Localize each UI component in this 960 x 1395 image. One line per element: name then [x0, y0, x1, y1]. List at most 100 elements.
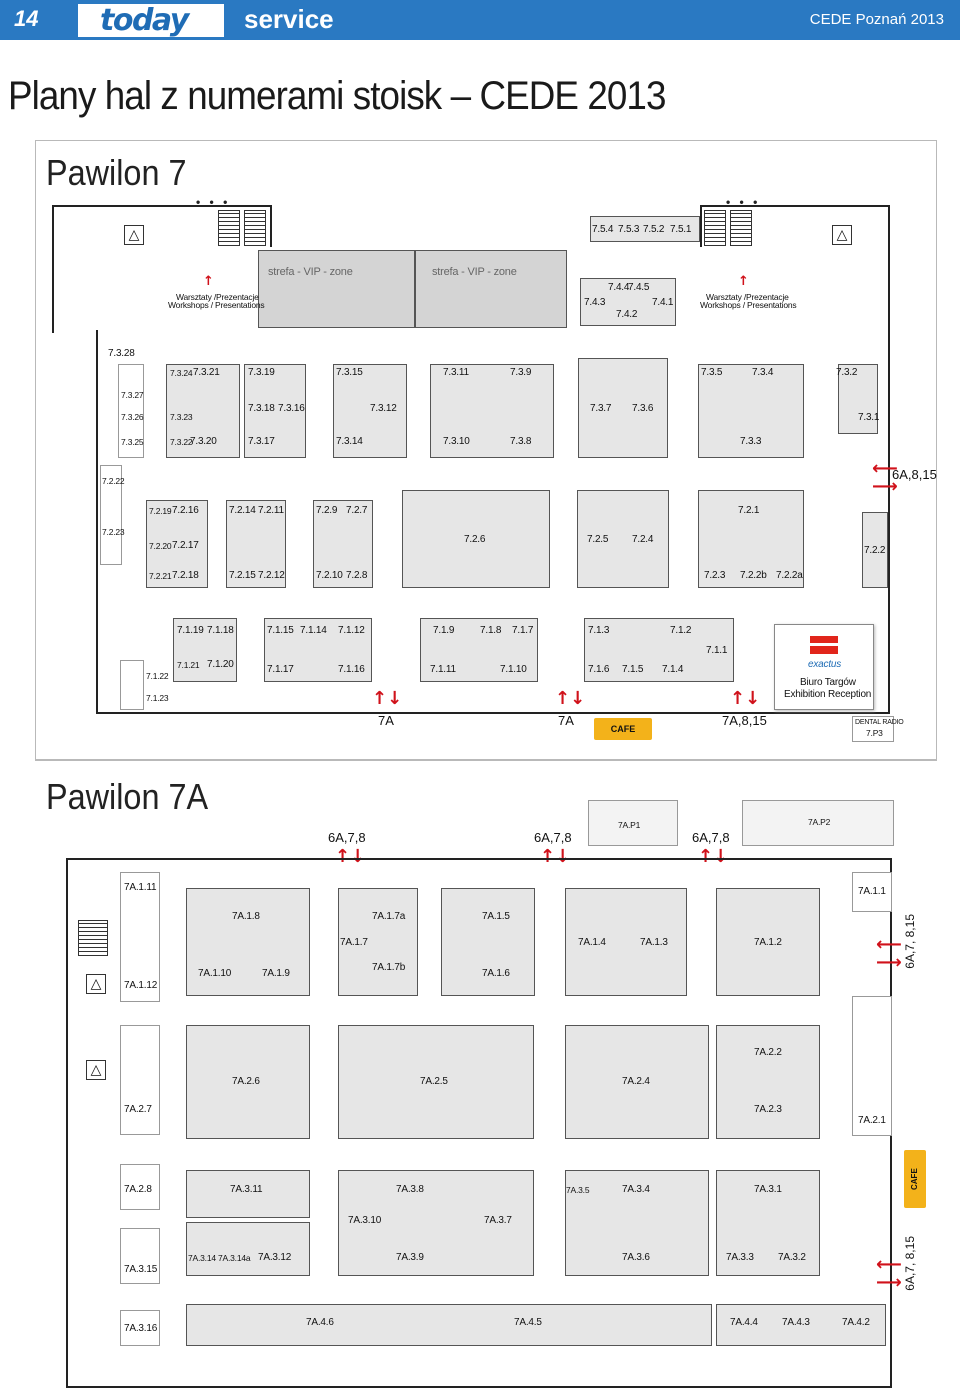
booth[interactable]: [402, 490, 550, 588]
booth[interactable]: [146, 500, 208, 588]
booth-label: 7.3.28: [108, 348, 135, 359]
booth[interactable]: [120, 1310, 160, 1346]
booth-label: 7.1.12: [338, 625, 365, 636]
header-bar: 14 today service CEDE Poznań 2013: [0, 0, 960, 40]
booth[interactable]: [166, 364, 240, 458]
booth-label: 7.5.4: [592, 224, 614, 235]
booth[interactable]: [120, 1025, 160, 1135]
booth[interactable]: [430, 364, 554, 458]
restroom-icon: △: [832, 225, 852, 245]
booth-label: 7A.2.5: [420, 1076, 448, 1087]
booth[interactable]: [565, 888, 687, 996]
dental-radio-number: 7.P3: [866, 728, 883, 738]
booth-label: 7.2.18: [172, 570, 199, 581]
vip-zone-label: strefa - VIP - zone: [268, 266, 353, 278]
booth[interactable]: [338, 1170, 534, 1276]
exit-label: 7A,8,15: [722, 713, 767, 728]
booth-label: 7.3.26: [121, 412, 144, 422]
booth[interactable]: [862, 512, 888, 588]
booth-label: 7.1.1: [706, 645, 728, 656]
today-logo: today: [100, 3, 189, 38]
booth[interactable]: [580, 278, 676, 326]
booth-label: 7.3.20: [190, 436, 217, 447]
booth-label: 7A.1.5: [482, 911, 510, 922]
booth-label: 7A.3.4: [622, 1184, 650, 1195]
booth-label: 7.1.17: [267, 664, 294, 675]
booth[interactable]: [838, 364, 878, 434]
booth[interactable]: [852, 996, 892, 1136]
booth[interactable]: [577, 490, 669, 588]
hall-wall: [52, 243, 890, 333]
booth-label: 7A.3.2: [778, 1252, 806, 1263]
booth[interactable]: [100, 465, 122, 565]
vip-zone: [258, 250, 415, 328]
booth[interactable]: [565, 1170, 709, 1276]
booth[interactable]: [716, 888, 820, 996]
booth-label: 7.1.2: [670, 625, 692, 636]
booth[interactable]: [120, 1164, 160, 1210]
booth[interactable]: [698, 364, 804, 458]
booth-label: 7.2.7: [346, 505, 368, 516]
booth[interactable]: [698, 490, 804, 588]
booth[interactable]: [716, 1304, 886, 1346]
booth[interactable]: [120, 872, 160, 1002]
booth[interactable]: [186, 1304, 712, 1346]
pavilion-7a-frame: [35, 760, 937, 761]
booth[interactable]: [186, 888, 310, 996]
booth[interactable]: [186, 1025, 310, 1139]
page-title: Plany hal z numerami stoisk – CEDE 2013: [8, 74, 666, 118]
exit-label: 6A,7,8: [534, 830, 572, 845]
booth-label: 7A.3.16: [124, 1323, 158, 1334]
booth[interactable]: [338, 888, 418, 996]
dental-radio-booth[interactable]: [852, 716, 894, 742]
exit-arrow-icon: ⟵⟶: [872, 458, 898, 497]
booth-label: 7A.3.3: [726, 1252, 754, 1263]
booth-label: 7.1.5: [622, 664, 644, 675]
door-dots: • • •: [196, 195, 231, 209]
booth-label: 7A.1.6: [482, 968, 510, 979]
booth-label: 7A.3.11: [230, 1184, 263, 1195]
exit-arrow-icon: ⟵⟶: [876, 1254, 902, 1293]
booth[interactable]: [226, 500, 286, 588]
exit-label: 7A: [558, 713, 574, 728]
booth[interactable]: [716, 1170, 820, 1276]
booth[interactable]: [420, 618, 538, 682]
booth[interactable]: [244, 364, 306, 458]
booth-label: 7.1.16: [338, 664, 365, 675]
hall-wall-left: [52, 205, 272, 247]
booth[interactable]: [118, 364, 144, 458]
booth[interactable]: [333, 364, 407, 458]
booth[interactable]: [338, 1025, 534, 1139]
booth-label: 7A.1.9: [262, 968, 290, 979]
booth[interactable]: [313, 500, 373, 588]
booth[interactable]: [565, 1025, 709, 1139]
booth[interactable]: [186, 1222, 310, 1276]
booth-label: 7A.3.15: [124, 1264, 158, 1275]
booth[interactable]: [120, 1228, 160, 1284]
exactus-brand: exactus: [808, 659, 842, 670]
booth-label: 7A.3.14: [188, 1253, 216, 1263]
booth-label: 7.2.21: [149, 571, 172, 581]
booth-label: 7A.3.1: [754, 1184, 782, 1195]
booth-label: 7A.2.1: [858, 1115, 886, 1126]
booth[interactable]: [584, 618, 734, 682]
booth-label: 7A.1.4: [578, 937, 606, 948]
booth[interactable]: [852, 872, 892, 912]
booth[interactable]: [120, 660, 144, 710]
booth-label: 7.2.17: [172, 540, 199, 551]
exit-arrow-icon: ↑↓: [730, 688, 761, 709]
booth[interactable]: [588, 800, 678, 846]
stairs-icon: [78, 920, 108, 956]
booth[interactable]: [173, 618, 237, 682]
booth[interactable]: [716, 1025, 820, 1139]
booth[interactable]: [590, 216, 700, 242]
booth-label: 7A.2.2: [754, 1047, 782, 1058]
booth[interactable]: [578, 358, 668, 458]
booth[interactable]: [742, 800, 894, 846]
booth[interactable]: [441, 888, 535, 996]
exit-arrow-icon: ↑↓: [540, 846, 571, 867]
booth[interactable]: [264, 618, 372, 682]
booth-label: 7.3.4: [752, 367, 774, 378]
booth-label: 7A.4.3: [782, 1317, 810, 1328]
booth[interactable]: [186, 1170, 310, 1218]
